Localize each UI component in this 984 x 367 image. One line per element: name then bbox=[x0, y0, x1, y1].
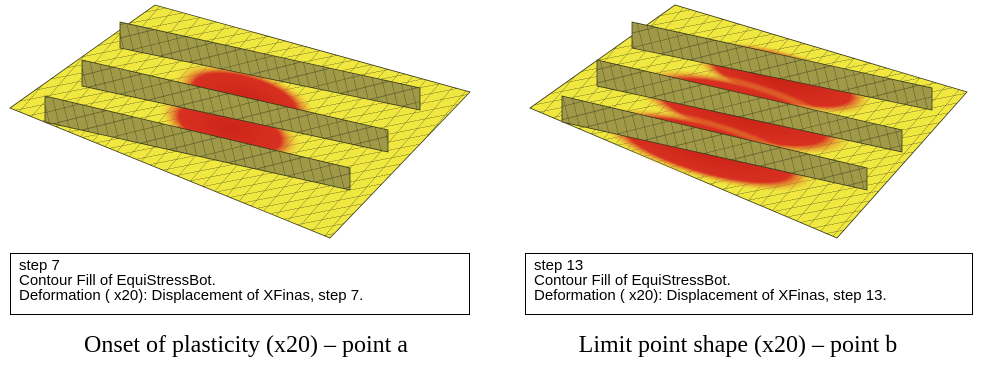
panel-step-13 bbox=[492, 0, 984, 367]
stiffener-1 bbox=[631, 21, 933, 111]
caption: Onset of plasticity (x20) – point a bbox=[84, 332, 408, 358]
info-step: step 7 bbox=[19, 257, 60, 274]
stiffener-2 bbox=[81, 59, 389, 153]
caption: Limit point shape (x20) – point b bbox=[578, 332, 898, 358]
info-contour: Contour Fill of EquiStressBot. bbox=[19, 272, 216, 289]
stiffener-3 bbox=[561, 95, 868, 191]
info-step: step 13 bbox=[534, 257, 584, 274]
info-deformation: Deformation ( x20): Displacement of XFin… bbox=[534, 287, 887, 304]
fem-plot-step-13 bbox=[529, 4, 968, 239]
stiffener-3 bbox=[44, 95, 351, 191]
stiffener-1 bbox=[119, 21, 421, 111]
fem-plot-step-7 bbox=[9, 4, 471, 239]
stiffener-2 bbox=[596, 59, 903, 153]
panel-step-7: step 7 Contour Fill of EquiStressBot. De… bbox=[9, 4, 471, 358]
info-contour: Contour Fill of EquiStressBot. bbox=[534, 272, 731, 289]
info-box: step 7 Contour Fill of EquiStressBot. De… bbox=[10, 253, 470, 315]
info-box: step 13 Contour Fill of EquiStressBot. D… bbox=[525, 253, 973, 315]
info-deformation: Deformation ( x20): Displacement of XFin… bbox=[19, 287, 364, 304]
